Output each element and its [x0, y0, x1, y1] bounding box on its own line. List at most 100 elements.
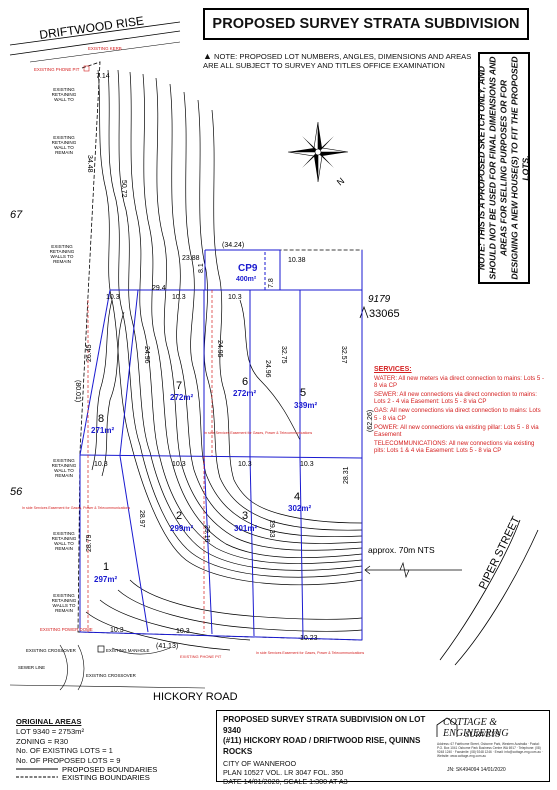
dim-r2-b: 10.3	[172, 461, 186, 468]
power-dome-label: EXISTING POWER DOME	[40, 627, 93, 632]
dim-frontage: 7.14	[96, 73, 110, 80]
original-areas-heading: ORIGINAL AREAS	[16, 717, 82, 726]
manhole-label: EXISTING MANHOLE	[106, 648, 149, 653]
proposed-boundaries	[79, 249, 363, 641]
lot-8-number: 8	[98, 413, 104, 425]
lot-6-number: 6	[242, 376, 248, 388]
dim-v2897: 28.97	[138, 510, 145, 528]
feature-labels: EXISTING PHONE PIT EXISTING KERB EXISTIN…	[22, 46, 364, 659]
neighbour-id-33065: 33065	[369, 308, 400, 320]
original-existing-lots: No. OF EXISTING LOTS = 1	[16, 746, 113, 756]
dim-v3257: 32.57	[340, 346, 347, 364]
dim-r1-a: 10.3	[106, 294, 120, 301]
lot-labels: 1 297m² 2 299m² 3 301m² 4 302m² 5 339m² …	[91, 376, 317, 584]
logo-name: COTTAGE & ENGINEERING	[443, 717, 509, 739]
svg-text:EXISTING: EXISTING	[53, 593, 75, 598]
svg-text:REMAIN: REMAIN	[55, 546, 73, 551]
dim-3448: 34.48	[86, 155, 93, 173]
original-zoning: ZONING = R30	[16, 736, 69, 746]
service-power: POWER: All new connections via existing …	[374, 423, 539, 438]
dim-r1-b: 10.3	[172, 294, 186, 301]
approx-label: approx. 70m NTS	[368, 545, 435, 555]
note-side: NOTE: THIS IS A PROPOSED SKETCH ONLY, AN…	[477, 52, 531, 284]
lot-cp9-number: CP9	[238, 263, 258, 274]
svg-text:RETAINING: RETAINING	[52, 536, 77, 541]
phone-pit-bottom-label: EXISTING PHONE PIT	[180, 654, 222, 659]
lot-8-area: 271m²	[91, 426, 114, 435]
dim-bottom: (41.13)	[156, 643, 178, 650]
dim-r2-a: 10.3	[94, 461, 108, 468]
wall-label-2: EXISTING RETAINING WALL TO REMAIN	[52, 135, 77, 155]
sewer-line-label: SEWER LINE	[18, 665, 45, 670]
svg-text:WALLS TO: WALLS TO	[51, 254, 74, 259]
svg-text:WALL TO: WALL TO	[54, 145, 74, 150]
dim-v2879: 28.79	[86, 534, 93, 552]
dim-v2496a: 24.96	[143, 346, 150, 364]
dim-cp-right: 10.38	[288, 257, 306, 264]
logo-sub: SURVEYS	[465, 729, 500, 739]
dim-v2933: 29.33	[268, 520, 275, 538]
title-block: PROPOSED SURVEY STRATA SUBDIVISION ON LO…	[216, 710, 550, 786]
wall-label-6: EXISTING RETAINING WALLS TO REMAIN	[52, 593, 77, 613]
page-title: PROPOSED SURVEY STRATA SUBDIVISION	[212, 16, 520, 32]
note-triangle-icon: ▲	[203, 51, 212, 61]
title-box: PROPOSED SURVEY STRATA SUBDIVISION	[203, 8, 529, 40]
piper-street: PIPER STREET	[439, 514, 539, 666]
title-block-city: CITY OF WANNEROO	[223, 759, 297, 768]
services-heading: SERVICES:	[374, 366, 412, 373]
road-piper-label: PIPER STREET	[477, 514, 523, 591]
svg-text:WALLS TO: WALLS TO	[53, 603, 76, 608]
north-compass-icon: N	[287, 121, 349, 188]
lot-3-area: 301m²	[234, 524, 257, 533]
road-driftwood-label: DRIFTWOOD RISE	[38, 13, 144, 42]
title-block-date: DATE 14/01/2020, SCALE 1:300 AT A3	[223, 776, 348, 786]
manhole-icon	[97, 645, 105, 653]
dim-r2-c: 10.3	[238, 461, 252, 468]
svg-text:RETAINING: RETAINING	[52, 92, 77, 97]
dimensions: (34.24) 8.1 7.8 10.38 23.88 29.4 10.3 10…	[74, 73, 374, 650]
dim-cp-left: 8.1	[198, 263, 205, 273]
svg-text:EXISTING: EXISTING	[53, 87, 75, 92]
dim-r3-a: 10.3	[110, 627, 124, 634]
services-panel: SERVICES: WATER: All new meters via dire…	[374, 366, 544, 454]
svg-text:EXISTING: EXISTING	[53, 458, 75, 463]
svg-text:WALL TO: WALL TO	[54, 468, 74, 473]
legend-existing-label: EXISTING BOUNDARIES	[62, 773, 150, 782]
lot-2-number: 2	[176, 510, 182, 522]
terrain-contours	[85, 69, 363, 651]
approx-arrow: approx. 70m NTS	[364, 545, 462, 579]
neighbour-lot-67: 67	[10, 209, 23, 221]
svg-text:EXISTING: EXISTING	[53, 135, 75, 140]
dim-left-total: (80.01)	[74, 380, 81, 402]
note-top: ▲ NOTE: PROPOSED LOT NUMBERS, ANGLES, DI…	[203, 51, 473, 71]
dim-v3275: 32.75	[280, 346, 287, 364]
svg-text:REMAIN: REMAIN	[55, 150, 73, 155]
wall-label-1: EXISTING RETAINING WALL TO	[52, 87, 77, 102]
service-water: WATER: All new meters via direct connect…	[374, 375, 545, 390]
title-block-line1: PROPOSED SURVEY STRATA SUBDIVISION ON LO…	[223, 715, 426, 735]
lot-7-area: 272m²	[170, 393, 193, 402]
dim-v2495: 24.95	[216, 340, 223, 358]
svg-text:REMAIN: REMAIN	[53, 259, 71, 264]
svg-text:REMAIN: REMAIN	[55, 473, 73, 478]
title-block-plan: PLAN 10527 VOL. LR 3047 FOL. 350	[223, 767, 344, 777]
svg-text:REMAIN: REMAIN	[55, 608, 73, 613]
arrow-up-icon	[359, 305, 369, 319]
title-block-line2: (#11) HICKORY ROAD / DRIFTWOOD RISE, QUI…	[223, 736, 421, 756]
original-areas: ORIGINAL AREAS LOT 9340 = 2753m² ZONING …	[16, 717, 206, 766]
easement-label-2: In side Services Easement for Gases, Pow…	[204, 431, 312, 435]
lot-5-number: 5	[300, 387, 306, 399]
dim-v2916: 29.16	[203, 525, 210, 543]
dim-right-total: (62.26)	[367, 410, 374, 432]
dim-v2496b: 24.96	[264, 360, 271, 378]
lot-1-number: 1	[103, 561, 109, 573]
original-proposed-lots: No. OF PROPOSED LOTS = 9	[16, 756, 121, 766]
dim-cp-top: (34.24)	[222, 242, 244, 249]
company-logo: COTTAGE & ENGINEERING SURVEYS Address: 6…	[435, 715, 545, 777]
service-sewer: SEWER: All new connections via direct co…	[374, 391, 537, 406]
dim-2388: 23.88	[182, 255, 200, 262]
dim-r1-c: 10.3	[228, 294, 242, 301]
service-gas: GAS: All new connections via direct conn…	[374, 407, 541, 422]
neighbour-lot-56: 56	[10, 486, 23, 498]
wall-label-3: EXISTING RETAINING WALLS TO REMAIN	[50, 244, 75, 264]
